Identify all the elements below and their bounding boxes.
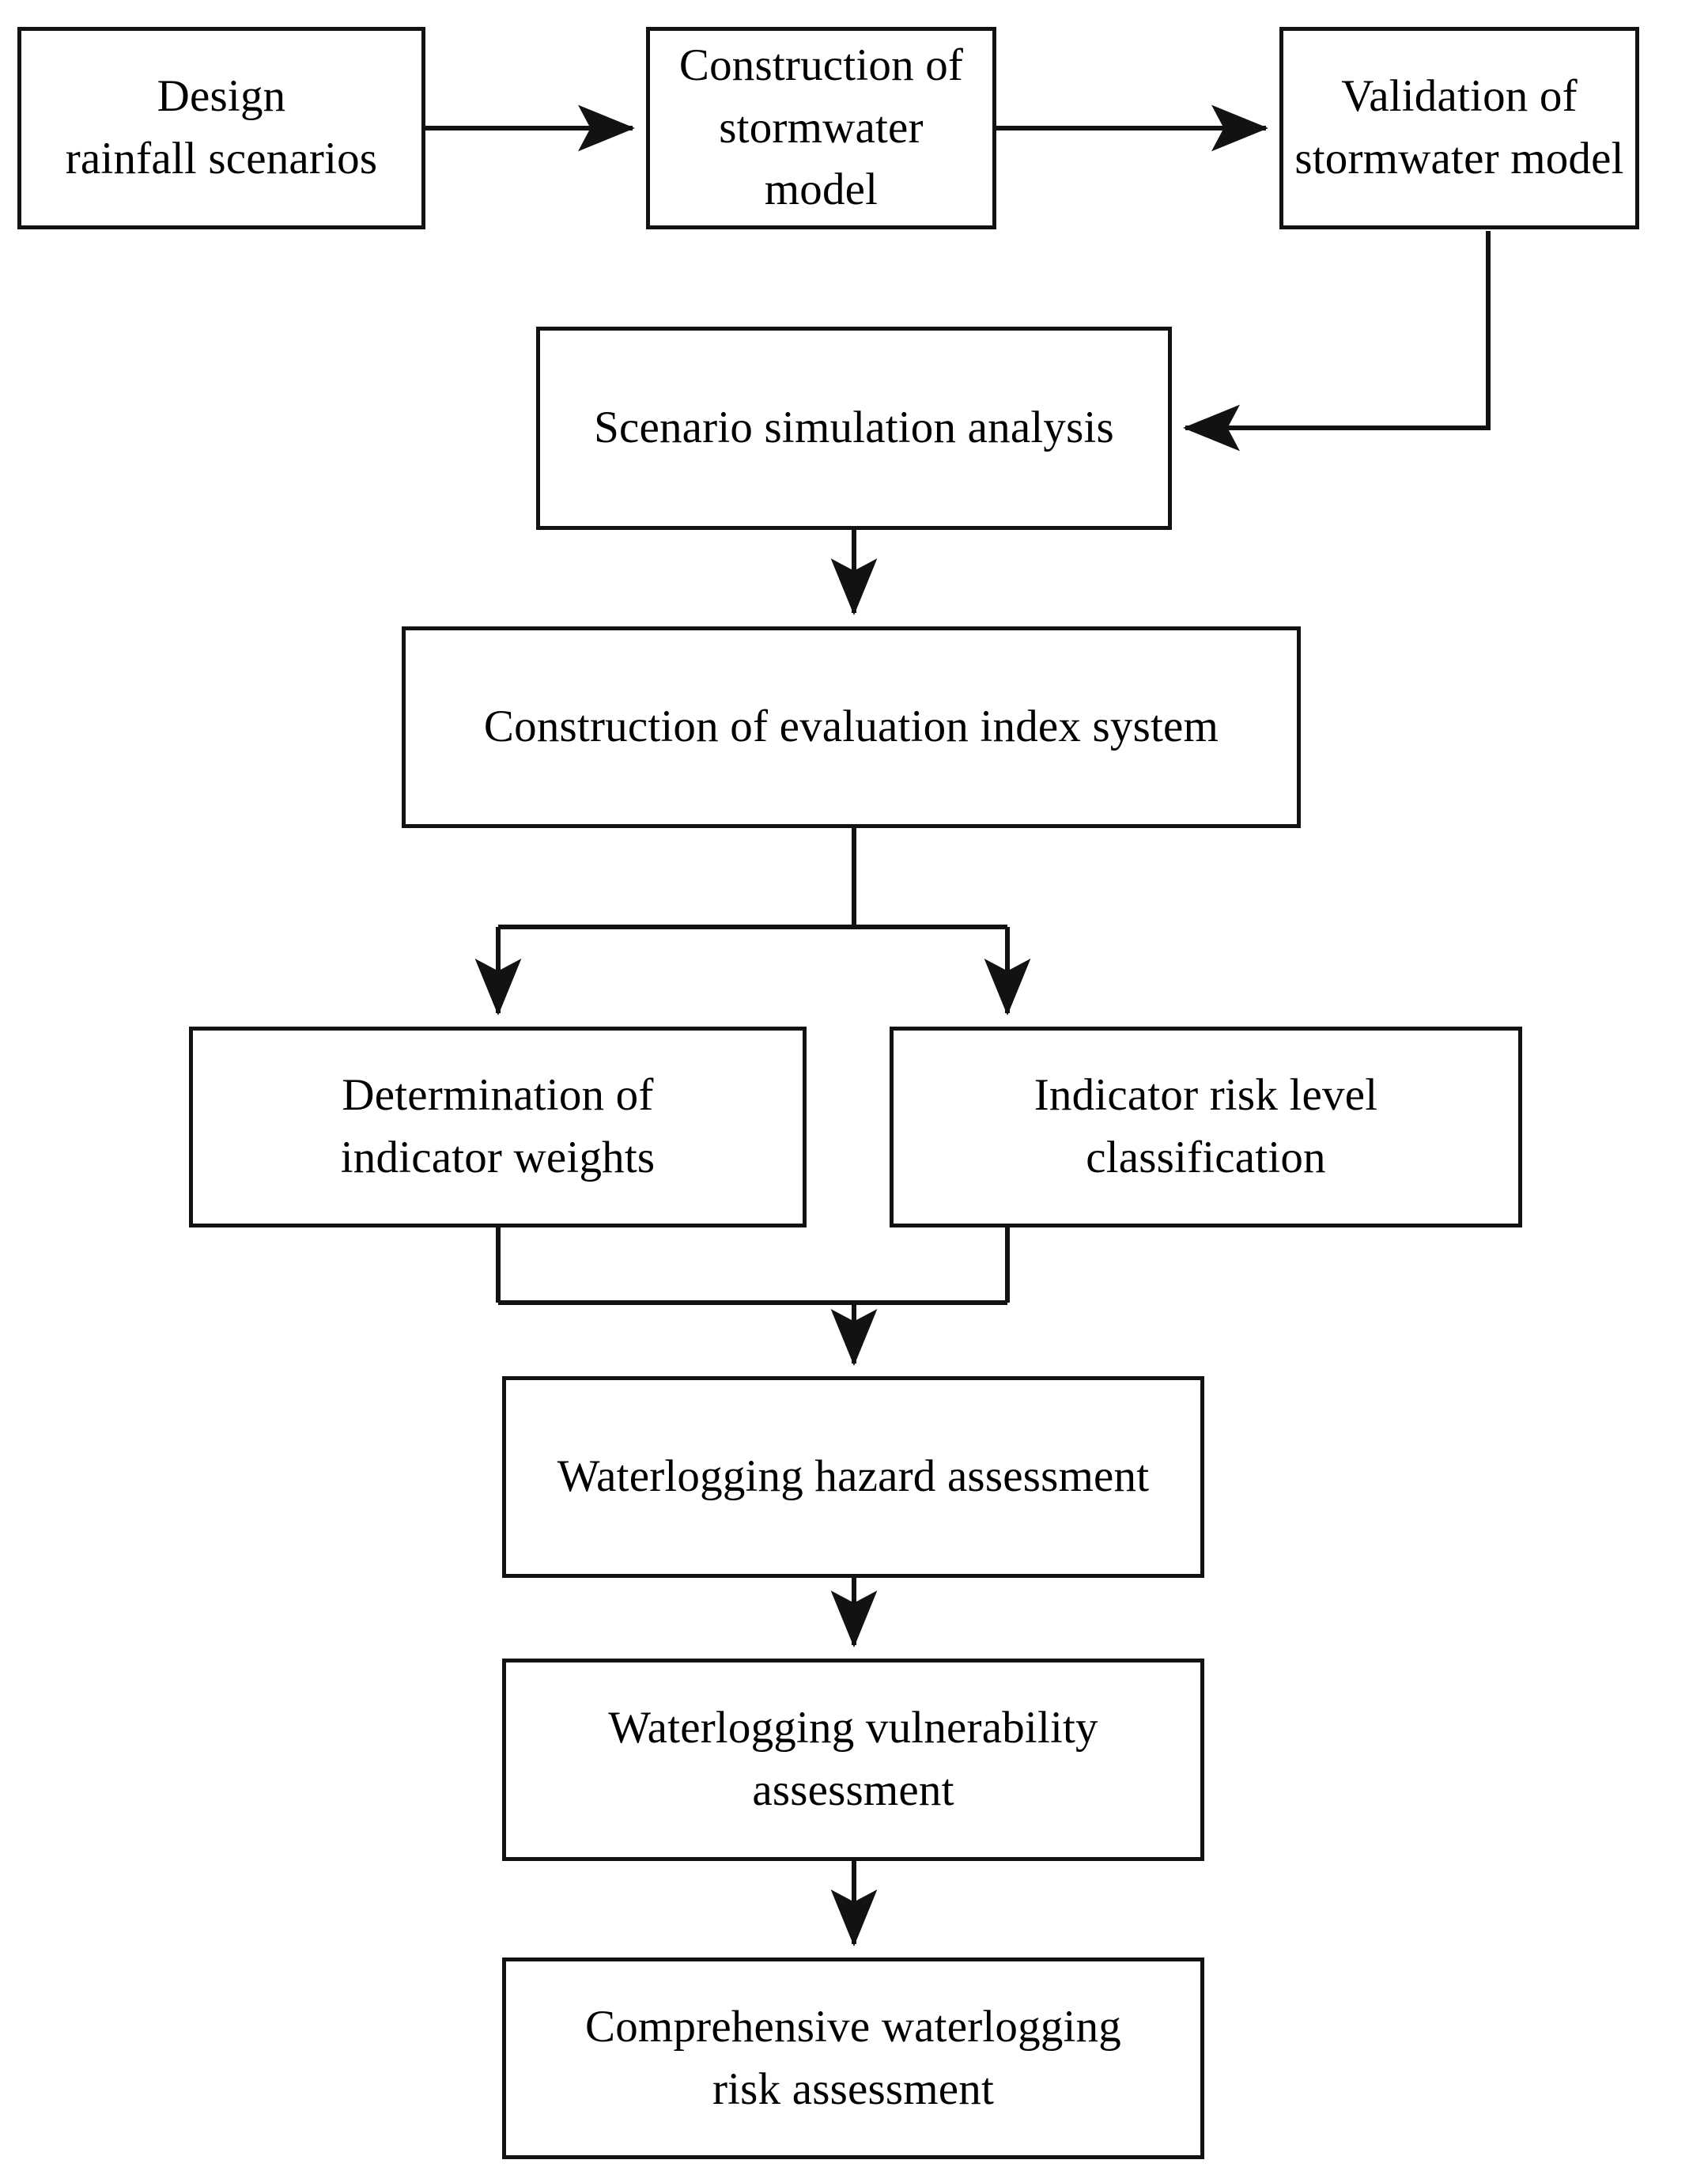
edge-validation-to-scenario: [1183, 231, 1491, 452]
edge-index-system-branch: [474, 828, 1031, 1016]
node-label: Validation of stormwater model: [1294, 71, 1624, 183]
node-comprehensive-waterlogging-risk-assessment[interactable]: Comprehensive waterlogging risk assessme…: [502, 1958, 1204, 2159]
node-determination-of-indicator-weights[interactable]: Determination of indicator weights: [189, 1027, 807, 1227]
node-waterlogging-vulnerability-assessment[interactable]: Waterlogging vulnerability assessment: [502, 1659, 1204, 1861]
node-design-rainfall-scenarios[interactable]: Design rainfall scenarios: [17, 27, 425, 229]
node-construction-of-evaluation-index-system[interactable]: Construction of evaluation index system: [402, 626, 1301, 828]
node-label: Waterlogging vulnerability assessment: [608, 1703, 1098, 1815]
node-waterlogging-hazard-assessment[interactable]: Waterlogging hazard assessment: [502, 1376, 1204, 1578]
edge-merge-to-hazard: [496, 1227, 1010, 1366]
node-scenario-simulation-analysis[interactable]: Scenario simulation analysis: [536, 327, 1172, 530]
node-label: Waterlogging hazard assessment: [557, 1451, 1150, 1502]
node-label: Determination of indicator weights: [340, 1070, 656, 1182]
node-label: Indicator risk level classification: [1033, 1070, 1378, 1182]
node-label: Construction of stormwater model: [678, 40, 964, 215]
node-label: Design rainfall scenarios: [65, 71, 378, 183]
node-construction-of-stormwater-model[interactable]: Construction of stormwater model: [646, 27, 996, 229]
node-indicator-risk-level-classification[interactable]: Indicator risk level classification: [890, 1027, 1522, 1227]
node-label: Scenario simulation analysis: [594, 403, 1114, 453]
node-label: Construction of evaluation index system: [483, 702, 1219, 752]
node-validation-of-stormwater-model[interactable]: Validation of stormwater model: [1279, 27, 1639, 229]
node-label: Comprehensive waterlogging risk assessme…: [585, 2001, 1121, 2114]
